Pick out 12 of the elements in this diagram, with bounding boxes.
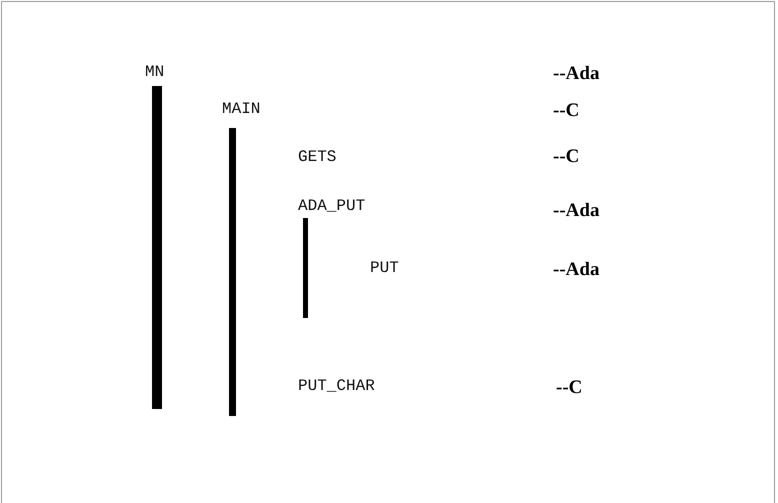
routine-name: ADA_PUT <box>298 197 366 215</box>
language-comment: --C <box>553 101 580 121</box>
language-comment: --Ada <box>553 64 600 84</box>
language-comment: --Ada <box>553 260 600 280</box>
routine-name: PUT_CHAR <box>298 377 375 395</box>
routine-name: GETS <box>298 148 336 166</box>
language-comment: --C <box>553 147 580 167</box>
routine-name: MN <box>145 63 164 81</box>
language-comment: --C <box>556 378 582 398</box>
language-comment: --Ada <box>553 201 600 221</box>
routine-name: MAIN <box>222 100 260 118</box>
routine-name: PUT <box>370 259 399 277</box>
